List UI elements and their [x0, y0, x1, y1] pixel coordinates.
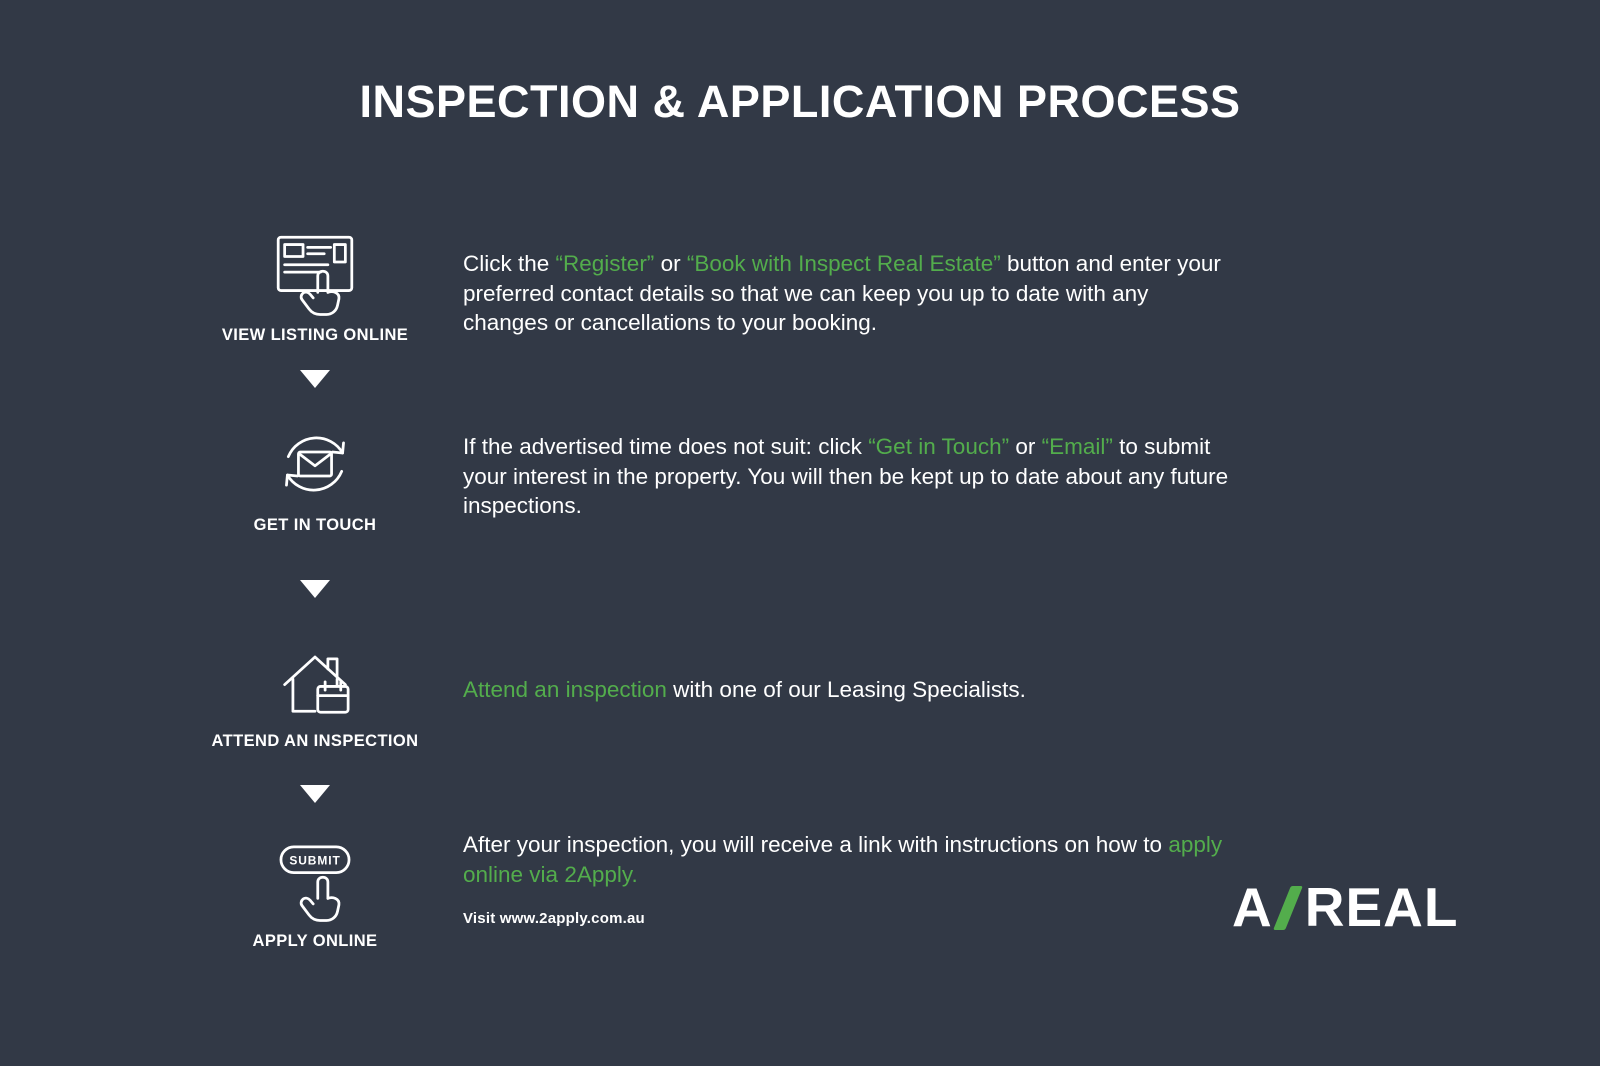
highlight-attend-an-inspection: Attend an inspection — [463, 677, 667, 702]
step-description-attend-an-inspection: Attend an inspection with one of our Lea… — [463, 675, 1238, 705]
text-segment: or — [660, 251, 687, 276]
logo-slash-icon — [1272, 885, 1303, 930]
text-segment: If the advertised time does not suit: cl… — [463, 434, 869, 459]
highlight-register: “Register” — [555, 251, 655, 276]
page-title: INSPECTION & APPLICATION PROCESS — [359, 76, 1241, 127]
submit-icon-label: SUBMIT — [289, 853, 340, 867]
visit-2apply-note: Visit www.2apply.com.au — [463, 910, 645, 927]
text-segment: After your inspection, you will receive … — [463, 832, 1169, 857]
down-arrow-icon — [300, 370, 330, 388]
highlight-get-in-touch: “Get in Touch” — [868, 434, 1010, 459]
listing-online-cursor-icon — [276, 235, 354, 316]
text-segment: Click the — [463, 251, 556, 276]
step-get-in-touch: GET IN TOUCH — [215, 418, 415, 535]
down-arrow-icon — [300, 785, 330, 803]
text-segment: with one of our Leasing Specialists. — [673, 677, 1026, 702]
step-label-get-in-touch: GET IN TOUCH — [253, 516, 377, 534]
highlight-apply-online-2apply: apply online via 2Apply. — [463, 832, 1223, 887]
text-segment: to submit your interest in the property.… — [463, 434, 1229, 518]
step-description-view-listing-online: Click the “Register” or “Book with Inspe… — [463, 249, 1238, 338]
down-arrow-icon — [300, 580, 330, 598]
email-refresh-icon — [285, 436, 345, 492]
step-label-view-listing-online: VIEW LISTING ONLINE — [221, 326, 409, 344]
submit-button-cursor-icon: SUBMIT — [279, 845, 351, 922]
logo-letter-a: A — [1232, 876, 1273, 938]
step-apply-online: SUBMIT APPLY ONLINE — [215, 834, 415, 951]
highlight-email: “Email” — [1041, 434, 1113, 459]
step-view-listing-online: VIEW LISTING ONLINE — [215, 228, 415, 345]
house-calendar-icon — [283, 655, 350, 714]
step-label-attend-an-inspection: ATTEND AN INSPECTION — [211, 732, 419, 750]
step-description-get-in-touch: If the advertised time does not suit: cl… — [463, 432, 1238, 521]
text-segment: or — [1015, 434, 1042, 459]
logo-real-text: REAL — [1304, 876, 1459, 938]
areal-logo: A REAL — [1232, 880, 1458, 935]
text-segment: button and enter your preferred contact … — [463, 251, 1221, 335]
step-attend-an-inspection: ATTEND AN INSPECTION — [212, 634, 418, 751]
highlight-book-with-inspect-real-estate: “Book with Inspect Real Estate” — [686, 251, 1001, 276]
step-description-apply-online: After your inspection, you will receive … — [463, 830, 1238, 889]
step-label-apply-online: APPLY ONLINE — [252, 932, 378, 950]
